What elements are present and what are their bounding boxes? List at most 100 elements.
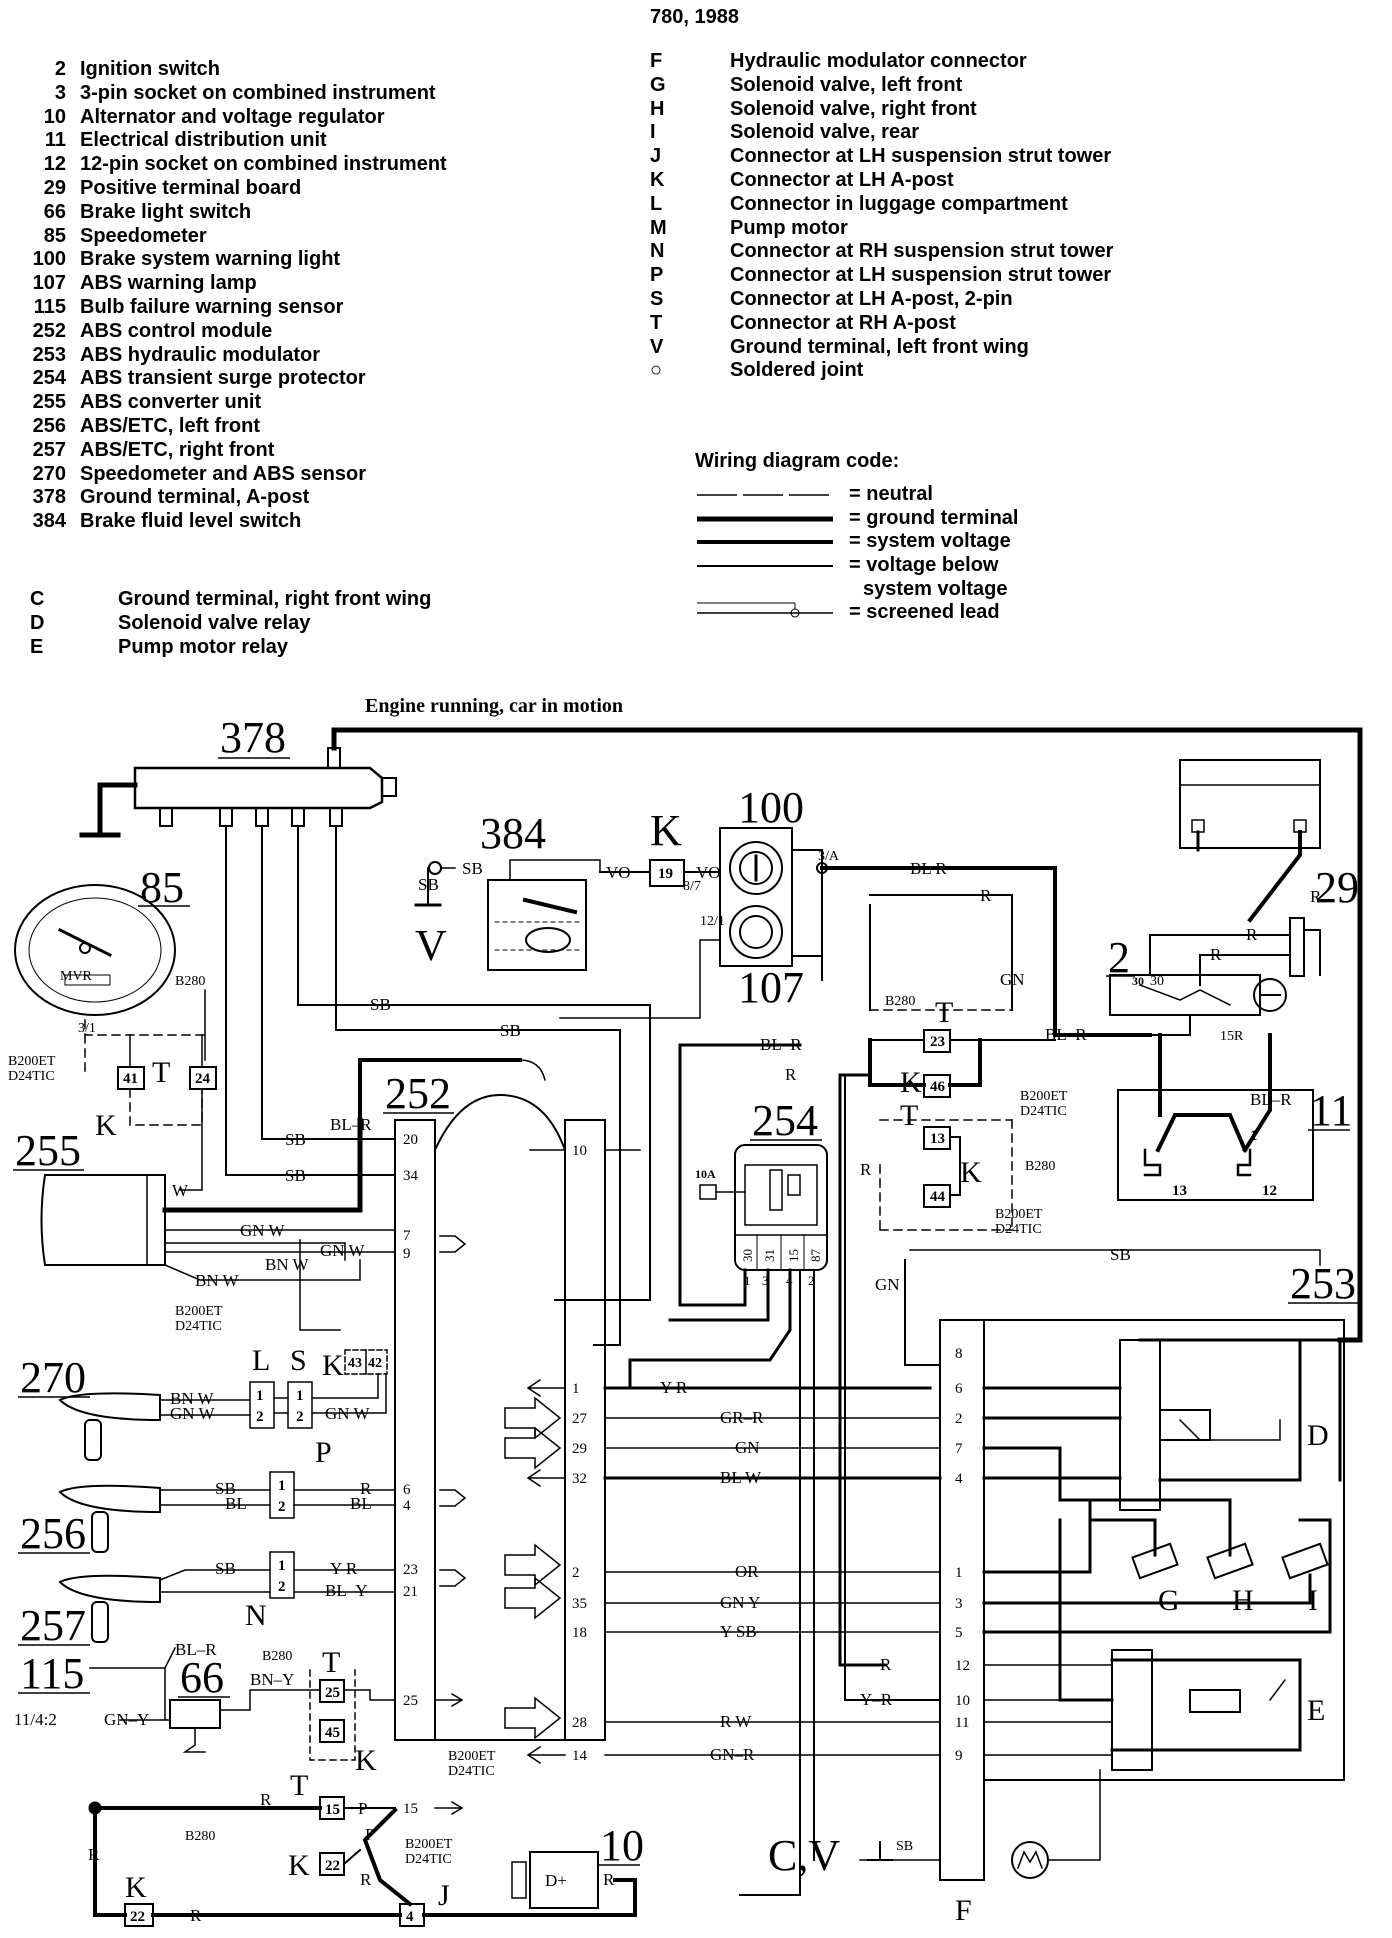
wire-label-p-k22: P [365,1825,374,1844]
wire-label-bnw-2: BN W [195,1271,240,1290]
wire-label-vo-2: VO [696,863,721,882]
letter-f: F [955,1894,972,1927]
legend-letter-code: N [650,240,665,263]
wire-label-sb-d: SB [285,1166,306,1185]
legend-letter-label: Soldered joint [730,359,864,382]
wire-label-blr-1: BL R [910,859,947,878]
conn-s2: 2 [296,1409,304,1425]
variant-b200et-44: B200ET [995,1207,1043,1222]
legend-letter-code: P [650,264,664,287]
legend-number-code: 257 [32,438,66,461]
legend-number-label: ABS transient surge protector [80,367,366,390]
modulator-pin: 2 [955,1411,963,1427]
conn-t15: 15 [325,1802,340,1818]
wire-label-blr-5: BL–R [330,1115,372,1134]
variant-b200et-46: B200ET [1020,1089,1068,1104]
conn-t25: 25 [325,1685,340,1701]
ecu-right-pin: 35 [572,1596,587,1612]
variant-d24tic-k22: D24TIC [405,1852,452,1867]
legend-number-code: 10 [43,105,66,128]
modulator-pin: 10 [955,1693,970,1709]
label-254: 254 [752,1096,818,1145]
legend-abc-code: D [30,611,45,634]
letter-k-46: K [900,1066,922,1099]
component-256 [58,1484,161,1553]
wire-label-sb-256: SB [215,1479,236,1498]
conn-11-12: 12 [1262,1183,1277,1199]
legend-letter-label: Solenoid valve, right front [730,97,977,120]
ecu-left-pin: 9 [403,1246,411,1262]
legend-letter-code: G [650,73,666,96]
ecu-right-pin: 18 [572,1625,587,1641]
variant-d24tic-43: D24TIC [175,1319,222,1334]
ecu-left-pin: 4 [403,1498,411,1514]
diagram-caption: Engine running, car in motion [365,695,623,717]
wire-label-r-t15: R [260,1790,272,1809]
battery [1179,759,1321,852]
wire-label-gnw-1: GN W [240,1221,285,1240]
legend-number-code: 2 [54,58,66,80]
label-378: 378 [220,713,286,762]
legend-number-label: Brake light switch [80,200,252,223]
component-255 [40,1173,166,1266]
legend-number-code: 384 [32,510,66,533]
label-384: 384 [480,809,546,858]
wire-label-or: OR [735,1562,759,1581]
legend-number-code: 270 [32,462,66,485]
ecu-left-pin: 20 [403,1132,418,1148]
label-253: 253 [1290,1259,1356,1308]
legend-number-label: Alternator and voltage regulator [80,105,385,128]
conn-l1: 1 [256,1388,264,1404]
legend-number-code: 255 [32,391,66,414]
letter-i: I [1308,1584,1318,1617]
letter-l: L [252,1344,270,1377]
legend-letter-code: J [650,145,662,168]
component-253 [939,1319,1345,1881]
component-384 [414,859,601,971]
conn-k43: 43 [348,1356,362,1371]
wire-label-dplus: D+ [545,1871,567,1890]
modulator-pin: 6 [955,1381,963,1397]
modulator-pin: 11 [955,1715,969,1731]
wire-label-blr-115: BL–R [175,1640,217,1659]
legend-number-code: 378 [32,486,66,509]
legend-abc-code: E [30,635,44,658]
letter-t-13: T [900,1099,918,1132]
ecu-left-pin: 15 [403,1801,418,1817]
ecu-left-pin: 6 [403,1482,411,1498]
legend-letter-label: Pump motor [730,216,848,239]
wire-label-sb-253: SB [1110,1245,1131,1264]
ign-pin-30: 30 [1150,974,1164,989]
label-255: 255 [15,1126,81,1175]
legend-abc-code: C [30,588,45,610]
letter-k-85: K [95,1109,117,1142]
variant-b280-85: B280 [175,974,205,989]
legend-letter-label: Connector at LH suspension strut tower [730,264,1112,287]
legend-letter-label: Connector at RH suspension strut tower [730,240,1114,263]
wire-label-r-alt: R [603,1870,615,1889]
ecu-left-pin: 21 [403,1584,418,1600]
wire-label-yr: Y R [660,1378,688,1397]
wire-label-r-29b: R [1246,925,1258,944]
conn-n2: 2 [278,1579,286,1595]
label-270: 270 [20,1353,86,1402]
legend-number-label: 12-pin socket on combined instrument [80,153,447,176]
component-252 [394,1093,606,1741]
legend-letter-label: Solenoid valve, left front [730,73,963,96]
legend-number-code: 3 [54,81,66,104]
legend-letter-code: K [650,168,665,191]
letter-k-22: K [288,1849,310,1882]
wire-label-vo-1: VO [606,863,631,882]
conn-k42: 42 [368,1356,382,1371]
